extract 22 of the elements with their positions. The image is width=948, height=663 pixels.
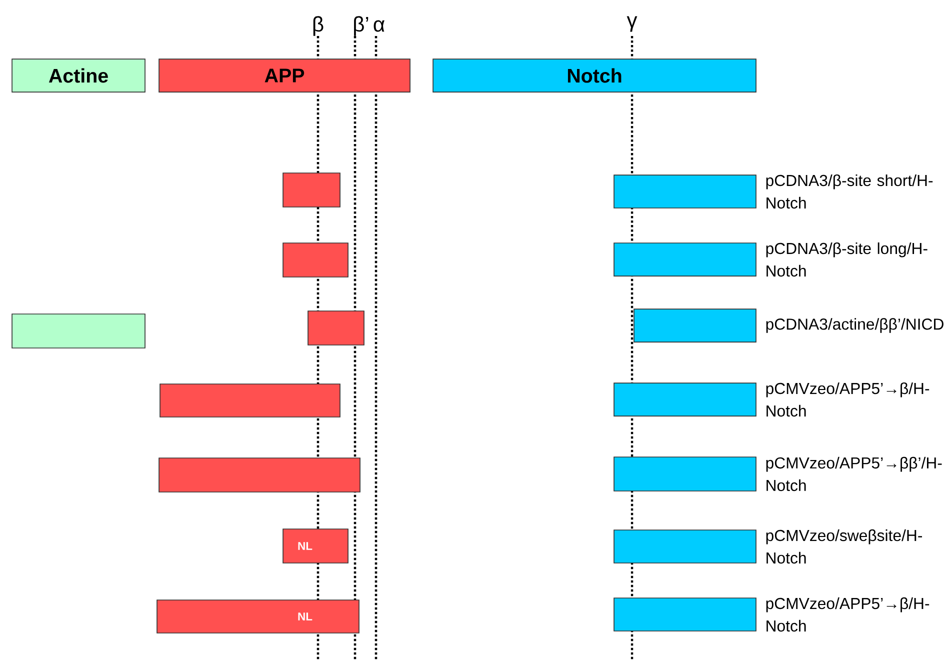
construct-label: pCMVzeo/sweβsite/H-Notch [766,529,922,564]
protein-bar [160,384,340,418]
protein-bar: APP [158,58,410,92]
protein-bar [158,458,360,492]
cleavage-site-label: γ [626,16,638,32]
protein-bar [308,310,364,346]
protein-bar [282,242,348,278]
construct-label: pCMVzeo/APP5’→ββ’/H-Notch [766,456,942,492]
construct-label: pCDNA3/actine/ββ’/NICD [766,318,944,333]
cleavage-site-label: β [313,16,324,36]
construct-label: pCDNA3/β-site long/H-Notch [766,242,928,277]
protein-bar: NL [156,600,360,634]
protein-bar: NL [282,528,348,564]
construct-label: pCMVzeo/APP5’→β/H-Notch [766,597,930,632]
protein-bar [282,172,340,208]
cleavage-site-label: β’ [354,16,368,36]
protein-bar [12,314,146,348]
cleavage-site-label: α [374,20,384,32]
protein-bar: Notch [432,58,756,92]
construct-label: pCMVzeo/APP5’→β/H-Notch [766,382,930,417]
protein-bar: Actine [12,58,146,92]
construct-label: pCDNA3/β-site short/H-Notch [766,174,933,209]
